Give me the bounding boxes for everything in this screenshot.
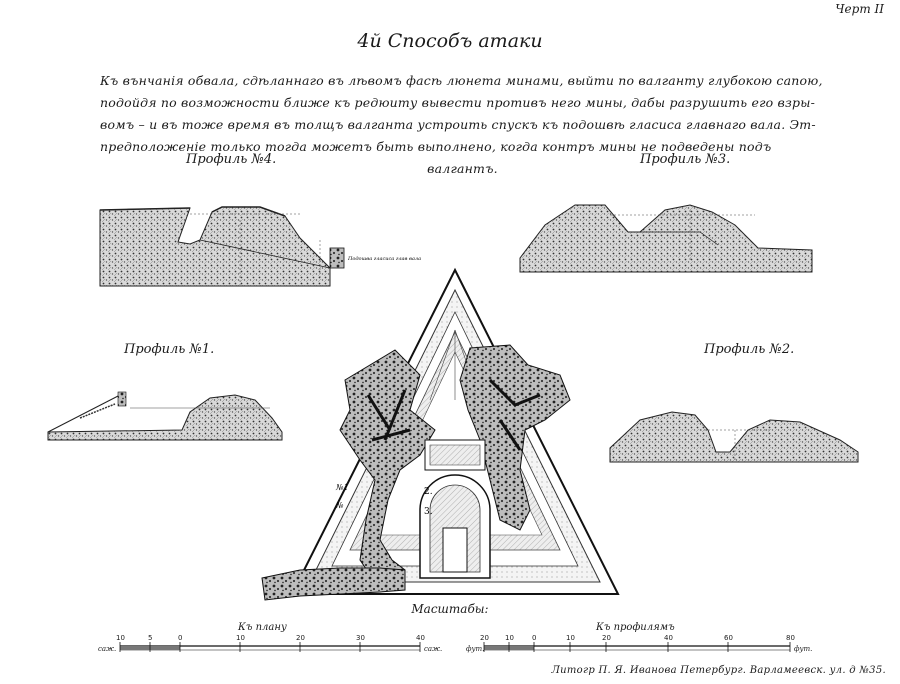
sheet-number: Черт II bbox=[835, 2, 884, 16]
profile-tick: 80 bbox=[786, 634, 795, 642]
description-line: подойдя по возможности ближе къ редюиту … bbox=[100, 95, 816, 110]
description-line: предположенiе только тогда можетъ быть в… bbox=[100, 139, 772, 154]
profile-tick: 0 bbox=[532, 634, 537, 642]
description-line: Къ вънчанiя обвала, сдѣланнаго въ лѣвомъ… bbox=[100, 73, 823, 88]
plan-tick: 40 bbox=[416, 634, 425, 642]
plan-tick: 0 bbox=[178, 634, 183, 642]
profile-4-note: Подошва гласиса глав вала bbox=[347, 256, 421, 262]
plan-label: №1 bbox=[335, 483, 349, 492]
plan-label: 3. bbox=[424, 507, 433, 517]
plan-unit-left: саж. bbox=[98, 645, 117, 653]
description-line: валгантъ. bbox=[427, 161, 498, 176]
lunette-plan bbox=[261, 267, 620, 601]
profile-4-label: Профиль №4. bbox=[186, 152, 277, 167]
profile-tick: 40 bbox=[664, 634, 673, 642]
profile-3-label: Профиль №3. bbox=[640, 152, 731, 167]
description: Къ вънчанiя обвала, сдѣланнаго въ лѣвомъ… bbox=[100, 70, 825, 180]
profile-tick: 10 bbox=[566, 634, 575, 642]
profile-1-label: Профиль №1. bbox=[124, 342, 215, 357]
profile-tick: 60 bbox=[724, 634, 733, 642]
plan-tick: 10 bbox=[116, 634, 125, 642]
plan-scale-bar bbox=[119, 642, 421, 652]
plan-label: № bbox=[335, 501, 344, 510]
plan-tick: 20 bbox=[296, 634, 305, 642]
profile-unit-right: фут. bbox=[794, 645, 813, 653]
plan-label: 2. bbox=[424, 487, 433, 497]
profile-tick: 10 bbox=[505, 634, 514, 642]
page-title: 4й Способъ атаки bbox=[357, 30, 543, 52]
description-line: вомъ – и въ тоже время въ толщъ валганта… bbox=[100, 117, 816, 132]
plan-scale-label: Къ плану bbox=[238, 622, 287, 633]
profile-3 bbox=[519, 204, 813, 273]
profile-2-label: Профиль №2. bbox=[704, 342, 795, 357]
scales-title: Масштабы: bbox=[411, 602, 489, 616]
plan-tick: 30 bbox=[356, 634, 365, 642]
profile-tick: 20 bbox=[602, 634, 611, 642]
plan-tick: 5 bbox=[148, 634, 153, 642]
profile-4 bbox=[99, 206, 345, 287]
lithographer-imprint: Литогр П. Я. Иванова Петербург. Варламее… bbox=[551, 665, 886, 676]
profile-1 bbox=[47, 391, 283, 441]
profile-2 bbox=[609, 411, 859, 463]
profile-scale-label: Къ профилямъ bbox=[596, 622, 675, 633]
profile-scale-bar bbox=[483, 642, 791, 652]
profile-unit-left: фут. bbox=[466, 645, 485, 653]
profile-tick: 20 bbox=[480, 634, 489, 642]
plan-unit-right: саж. bbox=[424, 645, 443, 653]
plan-tick: 10 bbox=[236, 634, 245, 642]
